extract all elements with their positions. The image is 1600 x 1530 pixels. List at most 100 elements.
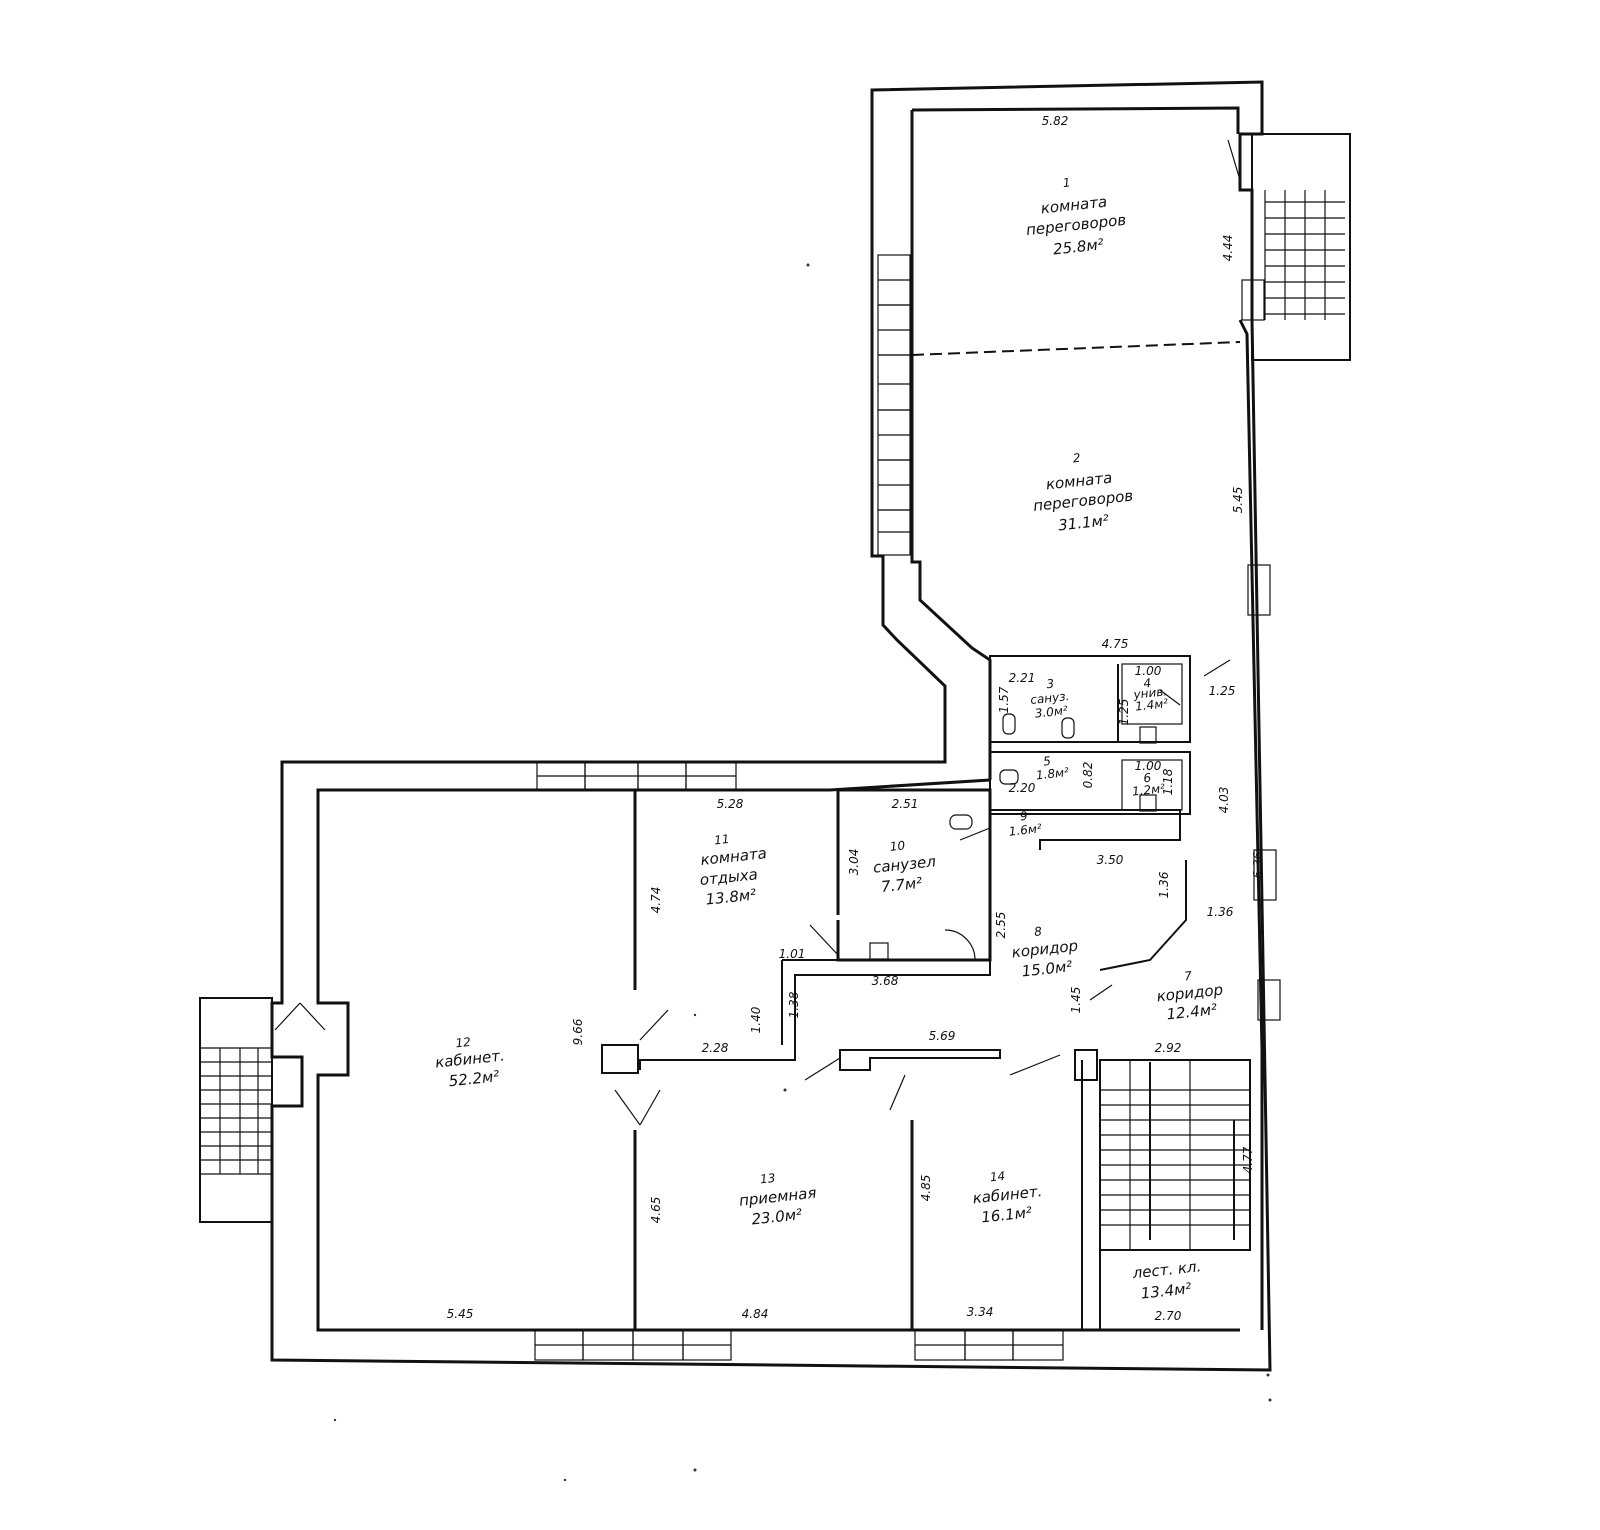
svg-text:5: 5 [1043, 754, 1052, 769]
south-windows [534, 1329, 1064, 1361]
svg-text:лест. кл.: лест. кл. [1131, 1257, 1202, 1282]
svg-text:2.55: 2.55 [994, 912, 1008, 939]
svg-text:4: 4 [1143, 676, 1152, 691]
stairs-west [199, 997, 273, 1223]
west-top-windows [536, 761, 737, 791]
svg-text:1.25: 1.25 [1117, 699, 1131, 726]
dimension-labels: 5.82 4.44 5.45 4.75 1.25 2.21 1.57 1.00 … [447, 114, 1265, 1323]
room-2-num: 2 [1072, 451, 1081, 466]
svg-text:9: 9 [1019, 809, 1028, 824]
svg-text:санузел: санузел [872, 852, 937, 877]
interior-walls [601, 341, 1241, 1330]
room-12-label: 12 кабинет. 52.2м² [434, 1035, 505, 1090]
room-3-label: 3 сануз. 3.0м² [1030, 677, 1070, 721]
svg-text:1.4м²: 1.4м² [1134, 696, 1168, 713]
doors [274, 139, 1241, 1126]
svg-text:1.8м²: 1.8м² [1035, 765, 1069, 782]
svg-text:13.4м²: 13.4м² [1140, 1279, 1192, 1302]
svg-text:2.21: 2.21 [1009, 671, 1036, 685]
svg-text:4.75: 4.75 [1102, 637, 1129, 651]
room-1-area: 25.8м² [1052, 235, 1104, 258]
svg-text:14: 14 [989, 1169, 1006, 1185]
svg-text:1.38: 1.38 [787, 991, 801, 1018]
room-labels: 1 комната переговоров 25.8м² 2 комната п… [434, 175, 1224, 1302]
svg-text:1.40: 1.40 [749, 1006, 763, 1033]
svg-text:2.70: 2.70 [1155, 1309, 1182, 1323]
svg-text:4.03: 4.03 [1217, 787, 1231, 814]
svg-text:4.77: 4.77 [1241, 1146, 1255, 1173]
stairs-northeast [1251, 133, 1351, 361]
room-2-label: 2 комната переговоров 31.1м² [1032, 451, 1134, 535]
svg-text:1.01: 1.01 [779, 947, 806, 961]
svg-text:5.45: 5.45 [1231, 487, 1245, 514]
toilet-icon [949, 814, 973, 830]
svg-text:12: 12 [455, 1035, 472, 1051]
svg-text:3.0м²: 3.0м² [1034, 703, 1068, 720]
room-8-label: 8 коридор 15.0м² [1011, 924, 1079, 980]
svg-text:отдыха: отдыха [699, 865, 759, 889]
fixtures [869, 713, 1157, 960]
svg-text:3.04: 3.04 [847, 849, 861, 876]
svg-text:унив.: унив. [1132, 684, 1168, 702]
north-wing-inner-right [1238, 319, 1264, 1330]
svg-text:2.51: 2.51 [892, 797, 919, 811]
svg-text:16.1м²: 16.1м² [980, 1203, 1032, 1226]
svg-text:10: 10 [889, 838, 906, 854]
north-wing-inner-left [910, 110, 992, 780]
svg-text:5.28: 5.28 [717, 797, 744, 811]
toilet-icon [1002, 713, 1016, 735]
room1-room2-partition [911, 341, 1241, 356]
room-2-area: 31.1м² [1057, 511, 1109, 534]
svg-text:2.20: 2.20 [1009, 781, 1036, 795]
svg-text:8: 8 [1034, 924, 1043, 939]
room-14-label: 14 кабинет. 16.1м² [972, 1169, 1043, 1227]
svg-text:4.74: 4.74 [649, 887, 663, 914]
svg-text:9.66: 9.66 [571, 1018, 585, 1045]
room-1-label: 1 комната переговоров 25.8м² [1025, 175, 1127, 258]
svg-text:13: 13 [759, 1171, 776, 1187]
svg-text:сануз.: сануз. [1030, 689, 1070, 707]
svg-text:комната: комната [700, 844, 768, 869]
svg-text:0.82: 0.82 [1081, 762, 1095, 789]
svg-text:1.2м²: 1.2м² [1131, 781, 1165, 798]
room-13-label: 13 приемная 23.0м² [738, 1171, 817, 1229]
svg-text:52.2м²: 52.2м² [448, 1067, 500, 1090]
svg-text:1.18: 1.18 [1161, 768, 1175, 795]
svg-text:1.25: 1.25 [1209, 684, 1236, 698]
svg-text:7: 7 [1183, 969, 1192, 984]
svg-text:4.84: 4.84 [742, 1307, 769, 1321]
svg-text:5.82: 5.82 [1042, 114, 1069, 128]
svg-text:1.00: 1.00 [1135, 759, 1162, 773]
svg-text:5.45: 5.45 [447, 1307, 474, 1321]
svg-text:1.00: 1.00 [1135, 664, 1162, 678]
stairs-southeast [1081, 1059, 1251, 1330]
svg-text:1.36: 1.36 [1207, 905, 1234, 919]
room-7-label: 7 коридор 12.4м² [1156, 969, 1224, 1024]
north-wing-outer-wall [270, 80, 1272, 1372]
stair-hall-label: лест. кл. 13.4м² [1131, 1257, 1202, 1302]
svg-text:3.68: 3.68 [872, 974, 899, 988]
svg-text:11: 11 [713, 832, 730, 848]
svg-text:5.69: 5.69 [929, 1029, 956, 1043]
svg-text:13.8м²: 13.8м² [705, 885, 757, 908]
svg-text:4.85: 4.85 [919, 1175, 933, 1202]
svg-text:1.57: 1.57 [997, 686, 1011, 713]
svg-text:3: 3 [1046, 677, 1055, 692]
room-5-label: 5 1.8м² [1035, 754, 1069, 783]
svg-text:2.92: 2.92 [1155, 1041, 1182, 1055]
room-9-label: 9 1.6м² [1008, 809, 1042, 839]
svg-text:3.34: 3.34 [967, 1305, 994, 1319]
svg-text:15.0м²: 15.0м² [1021, 957, 1073, 980]
north-wing-inner-wall [911, 106, 1240, 134]
svg-text:1.45: 1.45 [1069, 987, 1083, 1014]
svg-text:12.4м²: 12.4м² [1166, 1000, 1218, 1023]
svg-text:6: 6 [1143, 771, 1152, 786]
room-11-label: 11 комната отдыха 13.8м² [699, 832, 768, 909]
sink-icon [1139, 726, 1157, 744]
north-windows [877, 254, 911, 556]
room-10-label: 10 санузел 7.7м² [872, 838, 937, 896]
svg-text:1.36: 1.36 [1157, 871, 1171, 898]
svg-text:7.7м²: 7.7м² [880, 874, 923, 896]
room-1-num: 1 [1062, 175, 1071, 190]
